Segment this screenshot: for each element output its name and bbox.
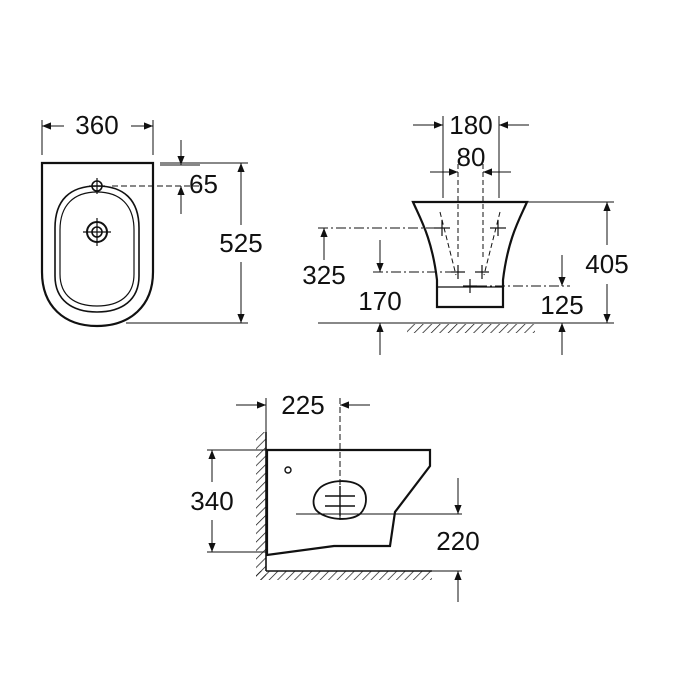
front-view-bowl <box>411 200 529 309</box>
total-height-label: 405 <box>585 249 628 279</box>
outlet-height-label: 220 <box>436 526 479 556</box>
top-view: 360 65 525 <box>40 110 263 328</box>
top-view-bowl-inner <box>59 191 135 307</box>
hole-spacing-label: 80 <box>457 142 486 172</box>
tap-hole-icon <box>89 178 105 194</box>
inlet-point-right-icon <box>475 265 489 279</box>
inlet-point-left-icon <box>451 265 465 279</box>
fixing-height-label: 325 <box>302 260 345 290</box>
inlet-height-label: 170 <box>358 286 401 316</box>
front-view: 180 80 325 405 170 125 <box>302 110 629 355</box>
side-view: 225 340 220 <box>190 390 480 602</box>
outlet-point-icon <box>463 279 477 293</box>
fixing-point-right-icon <box>490 220 506 236</box>
fixing-hole-icon <box>284 466 292 474</box>
outlet-height-label: 125 <box>540 290 583 320</box>
outlet-from-wall-label: 225 <box>281 390 324 420</box>
wall-hatch <box>256 432 266 580</box>
top-width-label: 180 <box>449 110 492 140</box>
top-view-outline <box>40 161 155 328</box>
tap-offset-label: 65 <box>189 169 218 199</box>
top-width-label: 360 <box>75 110 118 140</box>
side-view-body <box>265 448 432 557</box>
floor-hatch <box>256 571 432 580</box>
top-view-bowl-outer <box>54 185 140 313</box>
body-height-label: 340 <box>190 486 233 516</box>
floor-hatch <box>407 324 535 333</box>
drain-hole-icon <box>83 218 111 246</box>
fixing-point-left-icon <box>434 220 450 236</box>
depth-label: 525 <box>219 228 262 258</box>
